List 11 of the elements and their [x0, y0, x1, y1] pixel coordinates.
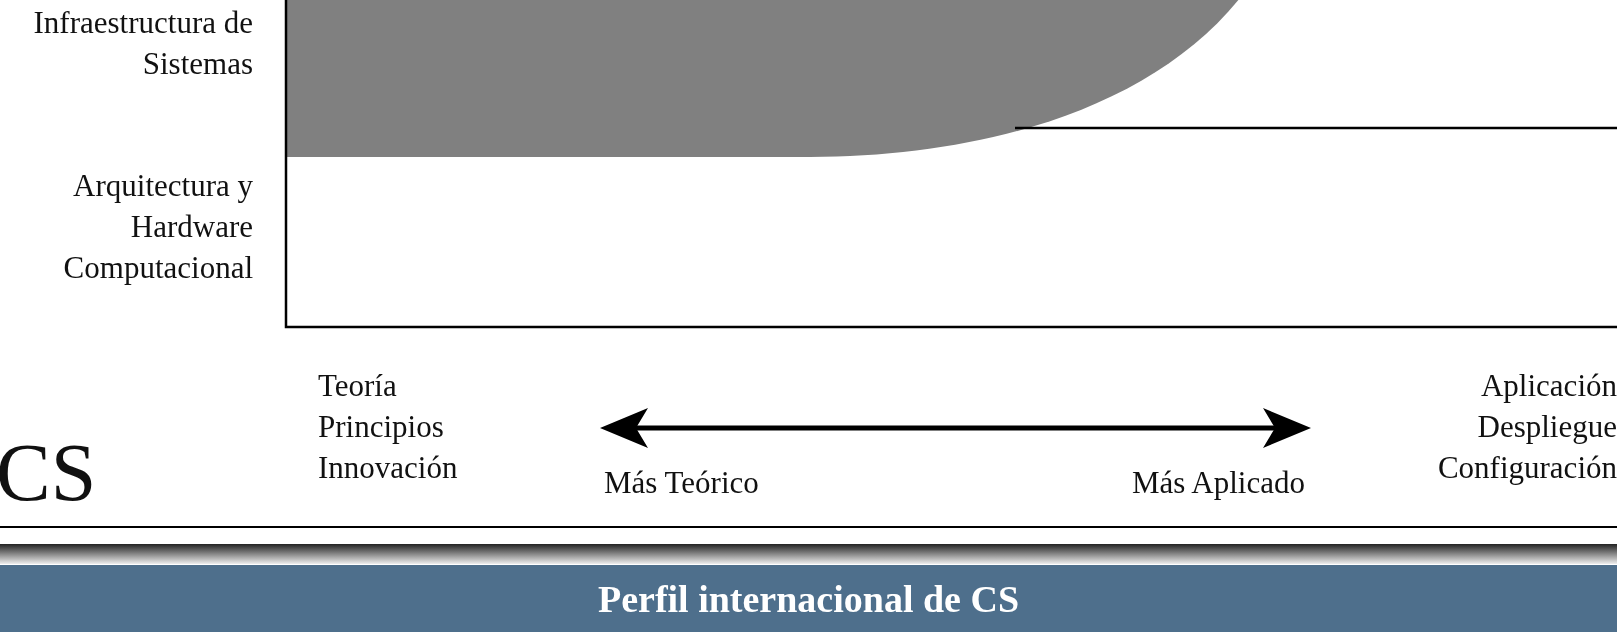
list-item: Teoría — [318, 367, 397, 405]
banner-title: Perfil internacional de CS — [597, 576, 1020, 621]
list-item: Configuración — [1437, 449, 1617, 487]
axis-label: Arquitectura y Hardware Computacional — [62, 167, 253, 287]
list-item: Innovación — [318, 449, 458, 487]
axis-label: Más Aplicado — [1131, 464, 1305, 502]
list-item: Despliegue — [1477, 408, 1617, 446]
axis-label: Infraestructura de Sistemas — [32, 4, 253, 83]
list-item: Principios — [318, 408, 444, 446]
axis-label: Más Teórico — [604, 464, 759, 502]
list-item: Aplicación — [1481, 367, 1617, 405]
